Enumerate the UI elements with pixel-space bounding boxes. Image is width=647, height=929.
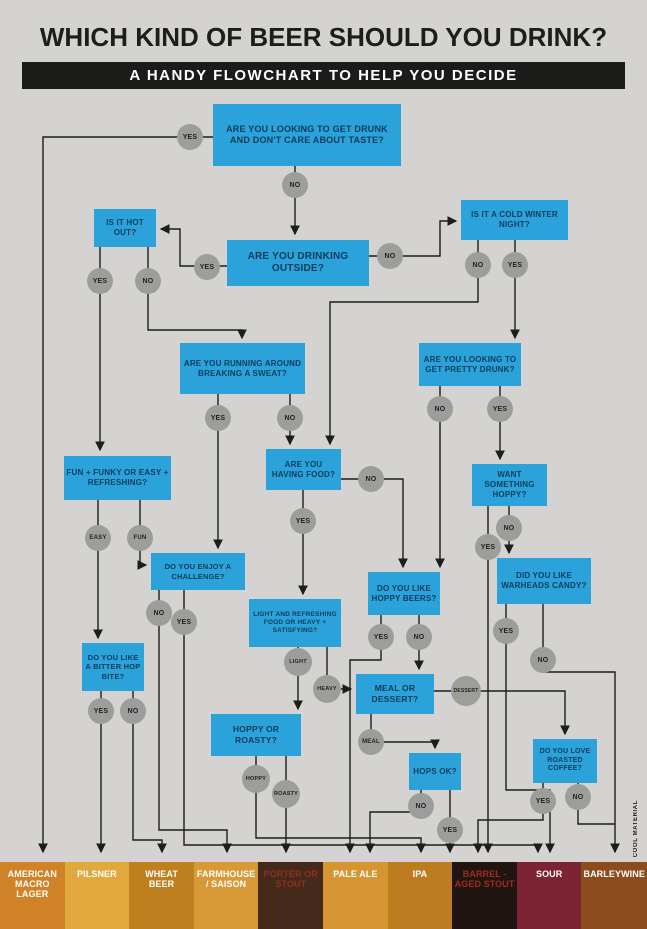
beer-american-macro-lager: AMERICAN MACRO LAGER — [0, 862, 65, 929]
branch-label-no: NO — [282, 172, 308, 198]
beer-wheat-beer: WHEAT BEER — [129, 862, 194, 929]
branch-label-no: NO — [120, 698, 146, 724]
beer-ipa: IPA — [387, 862, 453, 929]
branch-label-yes: YES — [205, 405, 231, 431]
flow-node-enjoy-a-challenge: DO YOU ENJOY A CHALLENGE? — [151, 553, 245, 590]
beer-sour: SOUR — [516, 862, 582, 929]
flow-node-drinking-outside: ARE YOU DRINKING OUTSIDE? — [227, 240, 369, 286]
subtitle-bar: A HANDY FLOWCHART TO HELP YOU DECIDE — [22, 62, 625, 89]
branch-label-no: NO — [465, 252, 491, 278]
beer-barrel-aged-stout: BARREL - AGED STOUT — [452, 862, 517, 929]
flow-node-bitter-hop-bite: DO YOU LIKE A BITTER HOP BITE? — [82, 643, 144, 691]
branch-label-yes: YES — [475, 534, 501, 560]
flow-node-hot-out: IS IT HOT OUT? — [94, 209, 156, 247]
flow-node-want-something-hoppy: WANT SOMETHING HOPPY? — [472, 464, 547, 506]
branch-label-no: NO — [135, 268, 161, 294]
branch-label-hoppy: HOPPY — [242, 765, 270, 793]
flow-node-cold-winter-night: IS IT A COLD WINTER NIGHT? — [461, 200, 568, 240]
branch-label-yes: YES — [177, 124, 203, 150]
branch-label-no: NO — [496, 515, 522, 541]
branch-label-yes: YES — [437, 817, 463, 843]
subtitle-text: A HANDY FLOWCHART TO HELP YOU DECIDE — [129, 67, 518, 84]
branch-label-yes: YES — [88, 698, 114, 724]
branch-label-heavy: HEAVY — [313, 675, 341, 703]
branch-label-no: NO — [530, 647, 556, 673]
branch-label-roasty: ROASTY — [272, 780, 300, 808]
flow-node-roasted-coffee: DO YOU LOVE ROASTED COFFEE? — [533, 739, 597, 783]
flow-node-having-food: ARE YOU HAVING FOOD? — [266, 449, 341, 490]
beer-strip: AMERICAN MACRO LAGER PILSNER WHEAT BEER … — [0, 862, 647, 929]
branch-label-no: NO — [565, 784, 591, 810]
beer-porter-or-stout: PORTER OR STOUT — [258, 862, 324, 929]
branch-label-yes: YES — [194, 254, 220, 280]
branch-label-easy: EASY — [85, 525, 111, 551]
branch-label-dessert: DESSERT — [451, 676, 481, 706]
flow-node-light-or-heavy-food: LIGHT AND REFRESHING FOOD OR HEAVY + SAT… — [249, 599, 341, 647]
branch-label-yes: YES — [493, 618, 519, 644]
beer-pilsner: PILSNER — [64, 862, 130, 929]
flow-node-hoppy-or-roasty: HOPPY OR ROASTY? — [211, 714, 301, 756]
branch-label-no: NO — [358, 466, 384, 492]
flow-node-pretty-drunk: ARE YOU LOOKING TO GET PRETTY DRUNK? — [419, 343, 521, 386]
flow-node-hops-ok: HOPS OK? — [409, 753, 461, 790]
branch-label-yes: YES — [487, 396, 513, 422]
flow-node-warheads-candy: DID YOU LIKE WARHEADS CANDY? — [497, 558, 591, 604]
branch-label-yes: YES — [171, 609, 197, 635]
branch-label-no: NO — [377, 243, 403, 269]
beer-pale-ale: PALE ALE — [323, 862, 388, 929]
branch-label-no: NO — [427, 396, 453, 422]
flow-node-get-drunk: ARE YOU LOOKING TO GET DRUNK AND DON'T C… — [213, 104, 401, 166]
branch-label-yes: YES — [290, 508, 316, 534]
branch-label-no: NO — [406, 624, 432, 650]
branch-label-light: LIGHT — [284, 648, 312, 676]
page-title: WHICH KIND OF BEER SHOULD YOU DRINK? — [39, 22, 608, 52]
flow-node-breaking-a-sweat: ARE YOU RUNNING AROUND BREAKING A SWEAT? — [180, 343, 305, 394]
flow-node-meal-or-dessert: MEAL OR DESSERT? — [356, 674, 434, 714]
flow-node-fun-funky-or-easy-refreshing: FUN + FUNKY OR EASY + REFRESHING? — [64, 456, 171, 500]
branch-label-yes: YES — [368, 624, 394, 650]
branch-label-meal: MEAL — [358, 729, 384, 755]
flow-node-like-hoppy-beers: DO YOU LIKE HOPPY BEERS? — [368, 572, 440, 615]
branch-label-no: NO — [277, 405, 303, 431]
branch-label-yes: YES — [502, 252, 528, 278]
beer-farmhouse-saison: FARMHOUSE / SAISON — [193, 862, 259, 929]
branch-label-yes: YES — [530, 788, 556, 814]
branch-label-no: NO — [146, 600, 172, 626]
branch-label-no: NO — [408, 793, 434, 819]
branch-label-yes: YES — [87, 268, 113, 294]
credit-text: COOL MATERIAL — [633, 799, 639, 857]
branch-label-fun: FUN — [127, 525, 153, 551]
beer-barleywine: BARLEYWINE — [581, 862, 647, 929]
